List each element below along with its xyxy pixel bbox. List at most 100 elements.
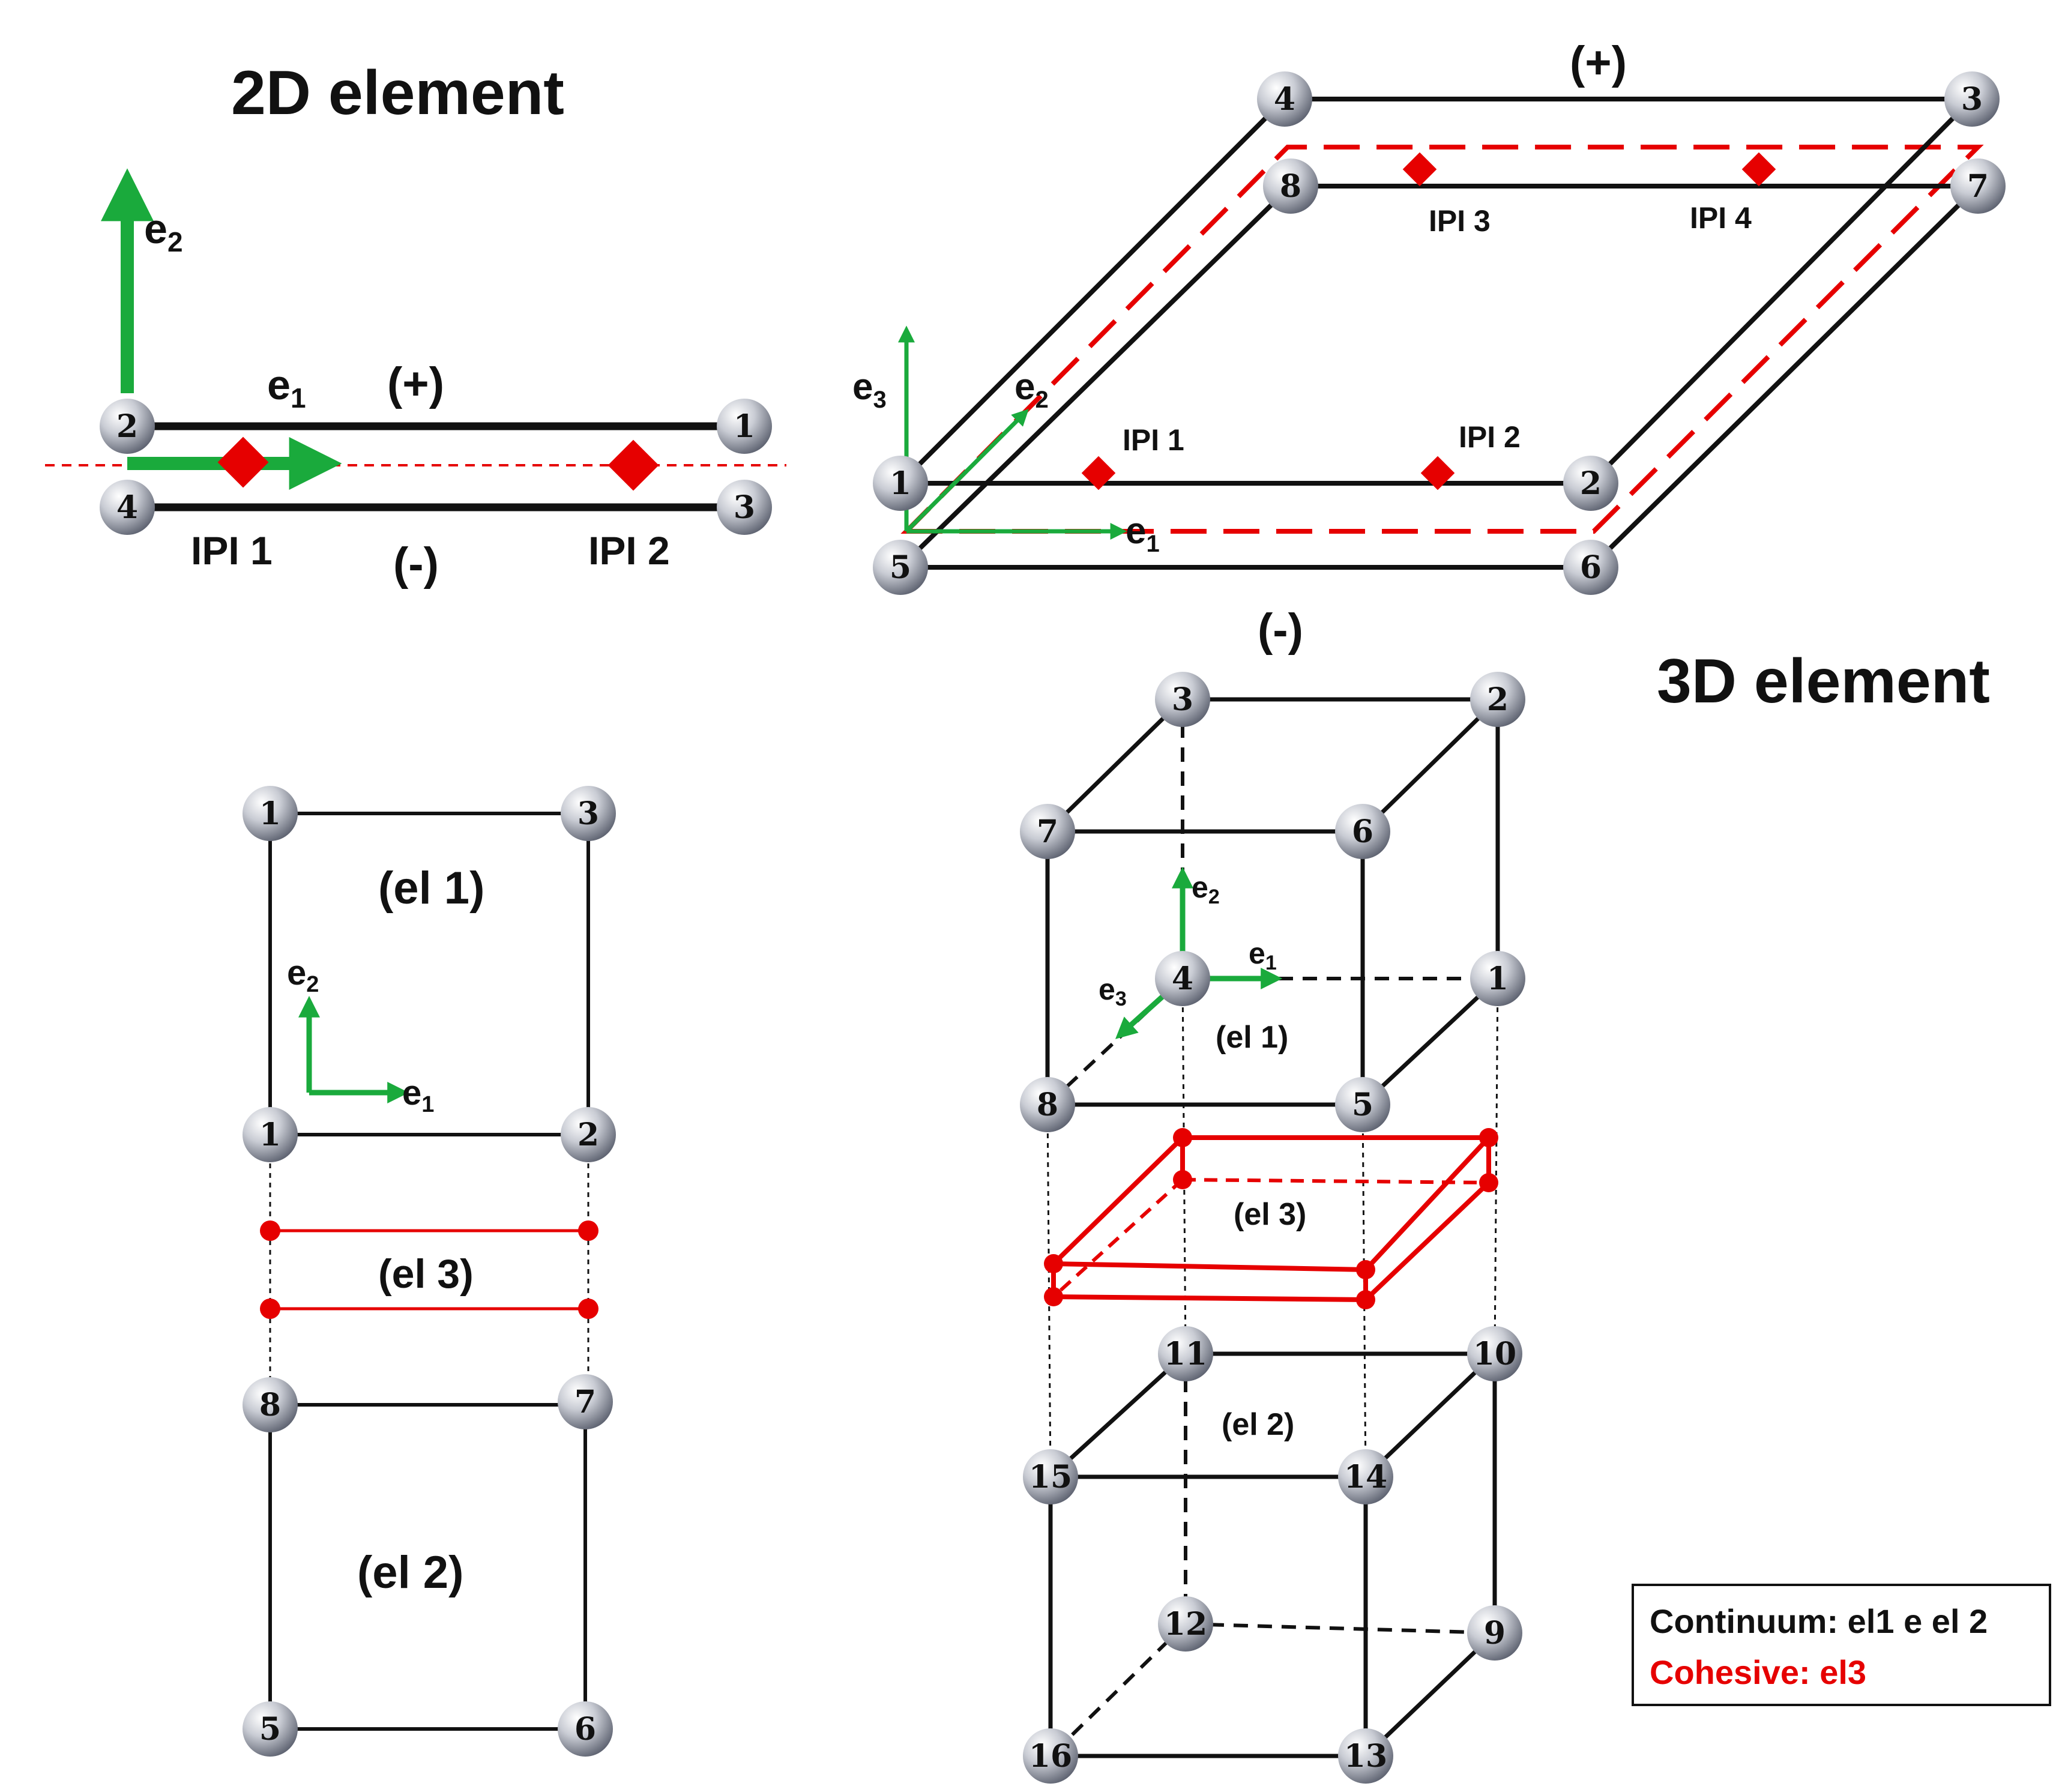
node-4: 4 — [100, 480, 155, 535]
svg-text:1: 1 — [259, 1117, 281, 1153]
svg-text:2: 2 — [116, 408, 138, 445]
node-2: 2 — [1470, 672, 1525, 727]
element-1-label: (el 1) — [378, 863, 484, 914]
e1-label: e1 — [402, 1073, 434, 1117]
svg-text:13: 13 — [1344, 1738, 1387, 1775]
svg-text:8: 8 — [1280, 168, 1301, 205]
node-15: 15 — [1023, 1449, 1078, 1504]
svg-text:3: 3 — [1172, 681, 1193, 718]
node-1: 1 — [243, 1107, 298, 1162]
svg-text:3: 3 — [1961, 81, 1983, 118]
svg-text:7: 7 — [574, 1384, 596, 1420]
e2-label: e2 — [1014, 366, 1049, 413]
node-5: 5 — [873, 540, 928, 595]
node-12: 12 — [1158, 1596, 1213, 1652]
svg-text:15: 15 — [1029, 1459, 1072, 1495]
node-1: 1 — [717, 399, 772, 454]
element-2-label: (el 2) — [1222, 1407, 1294, 1442]
node-7: 7 — [558, 1374, 613, 1429]
cohesive-node — [578, 1299, 598, 1319]
node-10: 10 — [1467, 1326, 1522, 1381]
svg-text:6: 6 — [1580, 549, 1602, 586]
plus-side-label: (+) — [1570, 37, 1627, 88]
side-edge — [1589, 97, 1974, 485]
svg-text:3: 3 — [734, 489, 755, 526]
node-8: 8 — [1020, 1077, 1075, 1132]
svg-text:1: 1 — [1487, 961, 1509, 997]
three-d-mesh: 3 2 7 6 4 1 8 5 11 10 15 14 12 9 16 13 (… — [1020, 672, 1525, 1784]
element-1-edges — [1045, 697, 1500, 1107]
node-16: 16 — [1023, 1728, 1078, 1784]
node-6: 6 — [1335, 804, 1390, 859]
e1-label: e1 — [267, 361, 306, 414]
e2-axis-arrow — [905, 409, 1029, 533]
node-6: 6 — [1563, 540, 1618, 595]
svg-text:5: 5 — [259, 1711, 281, 1748]
minus-side-label: (-) — [393, 539, 439, 590]
svg-text:4: 4 — [1274, 81, 1295, 118]
ipi-3-label: IPI 3 — [1429, 204, 1491, 238]
cohesive-nodes — [1044, 1128, 1498, 1309]
ipi-1-label: IPI 1 — [1123, 423, 1184, 457]
side-edge — [899, 97, 1286, 485]
svg-text:1: 1 — [259, 795, 281, 832]
ipi-1-label: IPI 1 — [191, 528, 273, 573]
node-7: 7 — [1950, 158, 2006, 214]
svg-text:10: 10 — [1473, 1336, 1516, 1372]
node-1: 1 — [873, 456, 928, 511]
node-1: 1 — [1470, 951, 1525, 1006]
svg-text:14: 14 — [1344, 1459, 1387, 1495]
node-2: 2 — [100, 399, 155, 454]
plus-side-label: (+) — [387, 358, 444, 409]
ipi-4-label: IPI 4 — [1690, 201, 1752, 235]
minus-side-label: (-) — [1258, 605, 1303, 656]
cohesive-node — [260, 1220, 280, 1241]
node-5: 5 — [243, 1701, 298, 1757]
ipi-2-label: IPI 2 — [588, 528, 670, 573]
cohesive-node — [578, 1220, 598, 1241]
legend-box — [1632, 1584, 2051, 1706]
legend-cohesive: Cohesive: el3 — [1650, 1653, 1866, 1691]
svg-text:11: 11 — [1164, 1336, 1207, 1372]
three-d-interface: 4 3 8 7 1 2 5 6 (+) (-) IPI 3 IPI 4 IPI … — [852, 37, 2006, 656]
title-2d-element: 2D element — [231, 58, 564, 128]
ipi-1-marker — [217, 436, 269, 488]
node-3: 3 — [717, 480, 772, 535]
e2-label: e2 — [1192, 870, 1220, 908]
ipi-4-marker — [1741, 152, 1776, 187]
svg-text:7: 7 — [1967, 168, 1989, 205]
node-8: 8 — [243, 1377, 298, 1432]
e2-label: e2 — [287, 953, 319, 997]
svg-text:4: 4 — [116, 489, 138, 526]
svg-text:4: 4 — [1172, 961, 1193, 997]
cohesive-node — [260, 1299, 280, 1319]
two-d-interface: 2 1 4 3 e2 e1 (+) (-) IPI 1 IPI 2 — [45, 168, 786, 590]
svg-text:3: 3 — [577, 795, 599, 832]
ipi-1-marker — [1081, 456, 1116, 490]
element-1-label: (el 1) — [1216, 1020, 1288, 1055]
svg-text:16: 16 — [1029, 1738, 1072, 1775]
node-2: 2 — [1563, 456, 1618, 511]
e3-label: e3 — [852, 366, 887, 413]
node-3: 3 — [561, 786, 616, 841]
element-3-label: (el 3) — [1234, 1197, 1306, 1232]
svg-text:6: 6 — [1352, 813, 1373, 850]
title-3d-element: 3D element — [1657, 647, 1990, 716]
node-6: 6 — [558, 1701, 613, 1757]
element-2-edges — [1048, 1351, 1497, 1758]
node-14: 14 — [1338, 1449, 1393, 1504]
svg-text:5: 5 — [890, 549, 911, 586]
e2-label: e2 — [144, 205, 183, 258]
ipi-2-marker — [1420, 456, 1455, 490]
e1-label: e1 — [1126, 510, 1160, 557]
svg-text:2: 2 — [1580, 465, 1602, 502]
svg-text:2: 2 — [1487, 681, 1509, 718]
svg-text:8: 8 — [1037, 1087, 1058, 1123]
side-edge — [1589, 184, 1980, 569]
node-8: 8 — [1263, 158, 1318, 214]
legend: Continuum: el1 e el 2 Cohesive: el3 — [1632, 1584, 2051, 1706]
node-2: 2 — [561, 1107, 616, 1162]
svg-text:1: 1 — [890, 465, 911, 502]
node-4: 4 — [1257, 71, 1312, 127]
ipi-2-marker — [607, 439, 659, 491]
